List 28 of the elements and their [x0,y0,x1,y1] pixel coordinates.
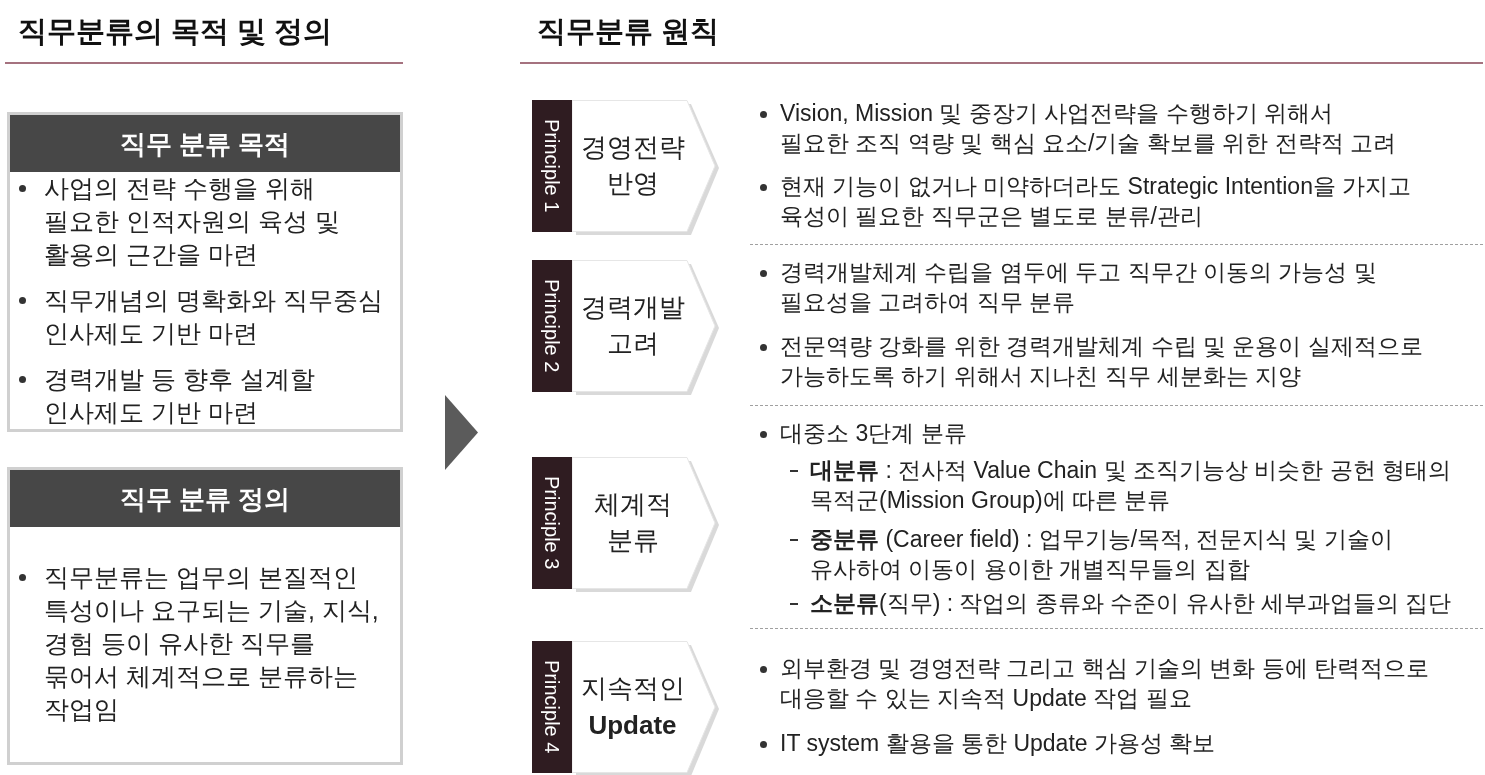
principle-title: 경영전략 반영 [579,132,686,200]
bullet-text: 외부환경 및 경영전략 그리고 핵심 기술의 변화 등에 탄력적으로 대응할 수 있는 지속적 Update 작업 필요 [780,654,1431,713]
principle-label: Principle 1 [541,119,563,213]
card-title: 직무 분류 정의 [119,483,291,515]
info-card [7,467,403,765]
bullet-text: Vision, Mission 및 중장기 사업전략을 수행하기 위해서 필요한 조직 역량 및 핵심 요소/기술 확보를 위한 전략적 고려 [780,99,1397,158]
bullet-text: 경력개발체계 수립을 염두에 두고 직무간 이동의 가능성 및 필요성을 고려하여 직무 분류 [780,258,1378,317]
bullet-text: IT system 활용을 통한 Update 가용성 확보 [780,729,1217,758]
bullet-text: 현재 기능이 없거나 미약하더라도 Strategic Intention을 가지고 육성이 필요한 직무군은 별도로 분류/관리 [780,172,1413,231]
principle-title: 경력개발 고려 [579,292,686,360]
bullet-text: 직무개념의 명확화와 직무중심 인사제도 기반 마련 [44,285,384,349]
principle-label: Principle 2 [541,279,563,373]
sub-bullet-text: 소분류(직무) : 작업의 종류와 수준이 유사한 세부과업들의 집단 [810,589,1453,618]
principle-label: Principle 3 [541,476,563,570]
section-heading: 직무분류 원칙 [537,14,719,49]
bullet-text: 경력개발 등 향후 설계할 인사제도 기반 마련 [44,364,316,428]
bullet-text: 직무분류는 업무의 본질적인 특성이나 요구되는 기술, 지식, 경험 등이 유사한 직무를 묶어서 체계적으로 분류하는 작업임 [44,562,380,725]
section-heading: 직무분류의 목적 및 정의 [18,14,332,49]
card-title: 직무 분류 목적 [119,128,291,160]
principle-title: 체계적 분류 [592,489,673,557]
sub-bullet-text: 중분류 (Career field) : 업무기능/목적, 전문지식 및 기술이 유사하여 이동이 용이한 개별직무들의 집합 [810,525,1394,584]
sub-bullet-text: 대분류 : 전사적 Value Chain 및 조직기능상 비슷한 공헌 형태의 목적군(Mission Group)에 따른 분류 [810,456,1453,515]
bullet-text: 전문역량 강화를 위한 경력개발체계 수립 및 운용이 실제적으로 가능하도록 하기 위해서 지나친 직무 세분화는 지양 [780,332,1424,391]
bullet-text: 대중소 3단계 분류 [780,419,968,448]
principle-label: Principle 4 [541,660,563,754]
info-card [7,112,403,432]
principle-title: 지속적인 Update [579,672,686,742]
bullet-text: 사업의 전략 수행을 위해 필요한 인적자원의 육성 및 활용의 근간을 마련 [44,173,341,270]
